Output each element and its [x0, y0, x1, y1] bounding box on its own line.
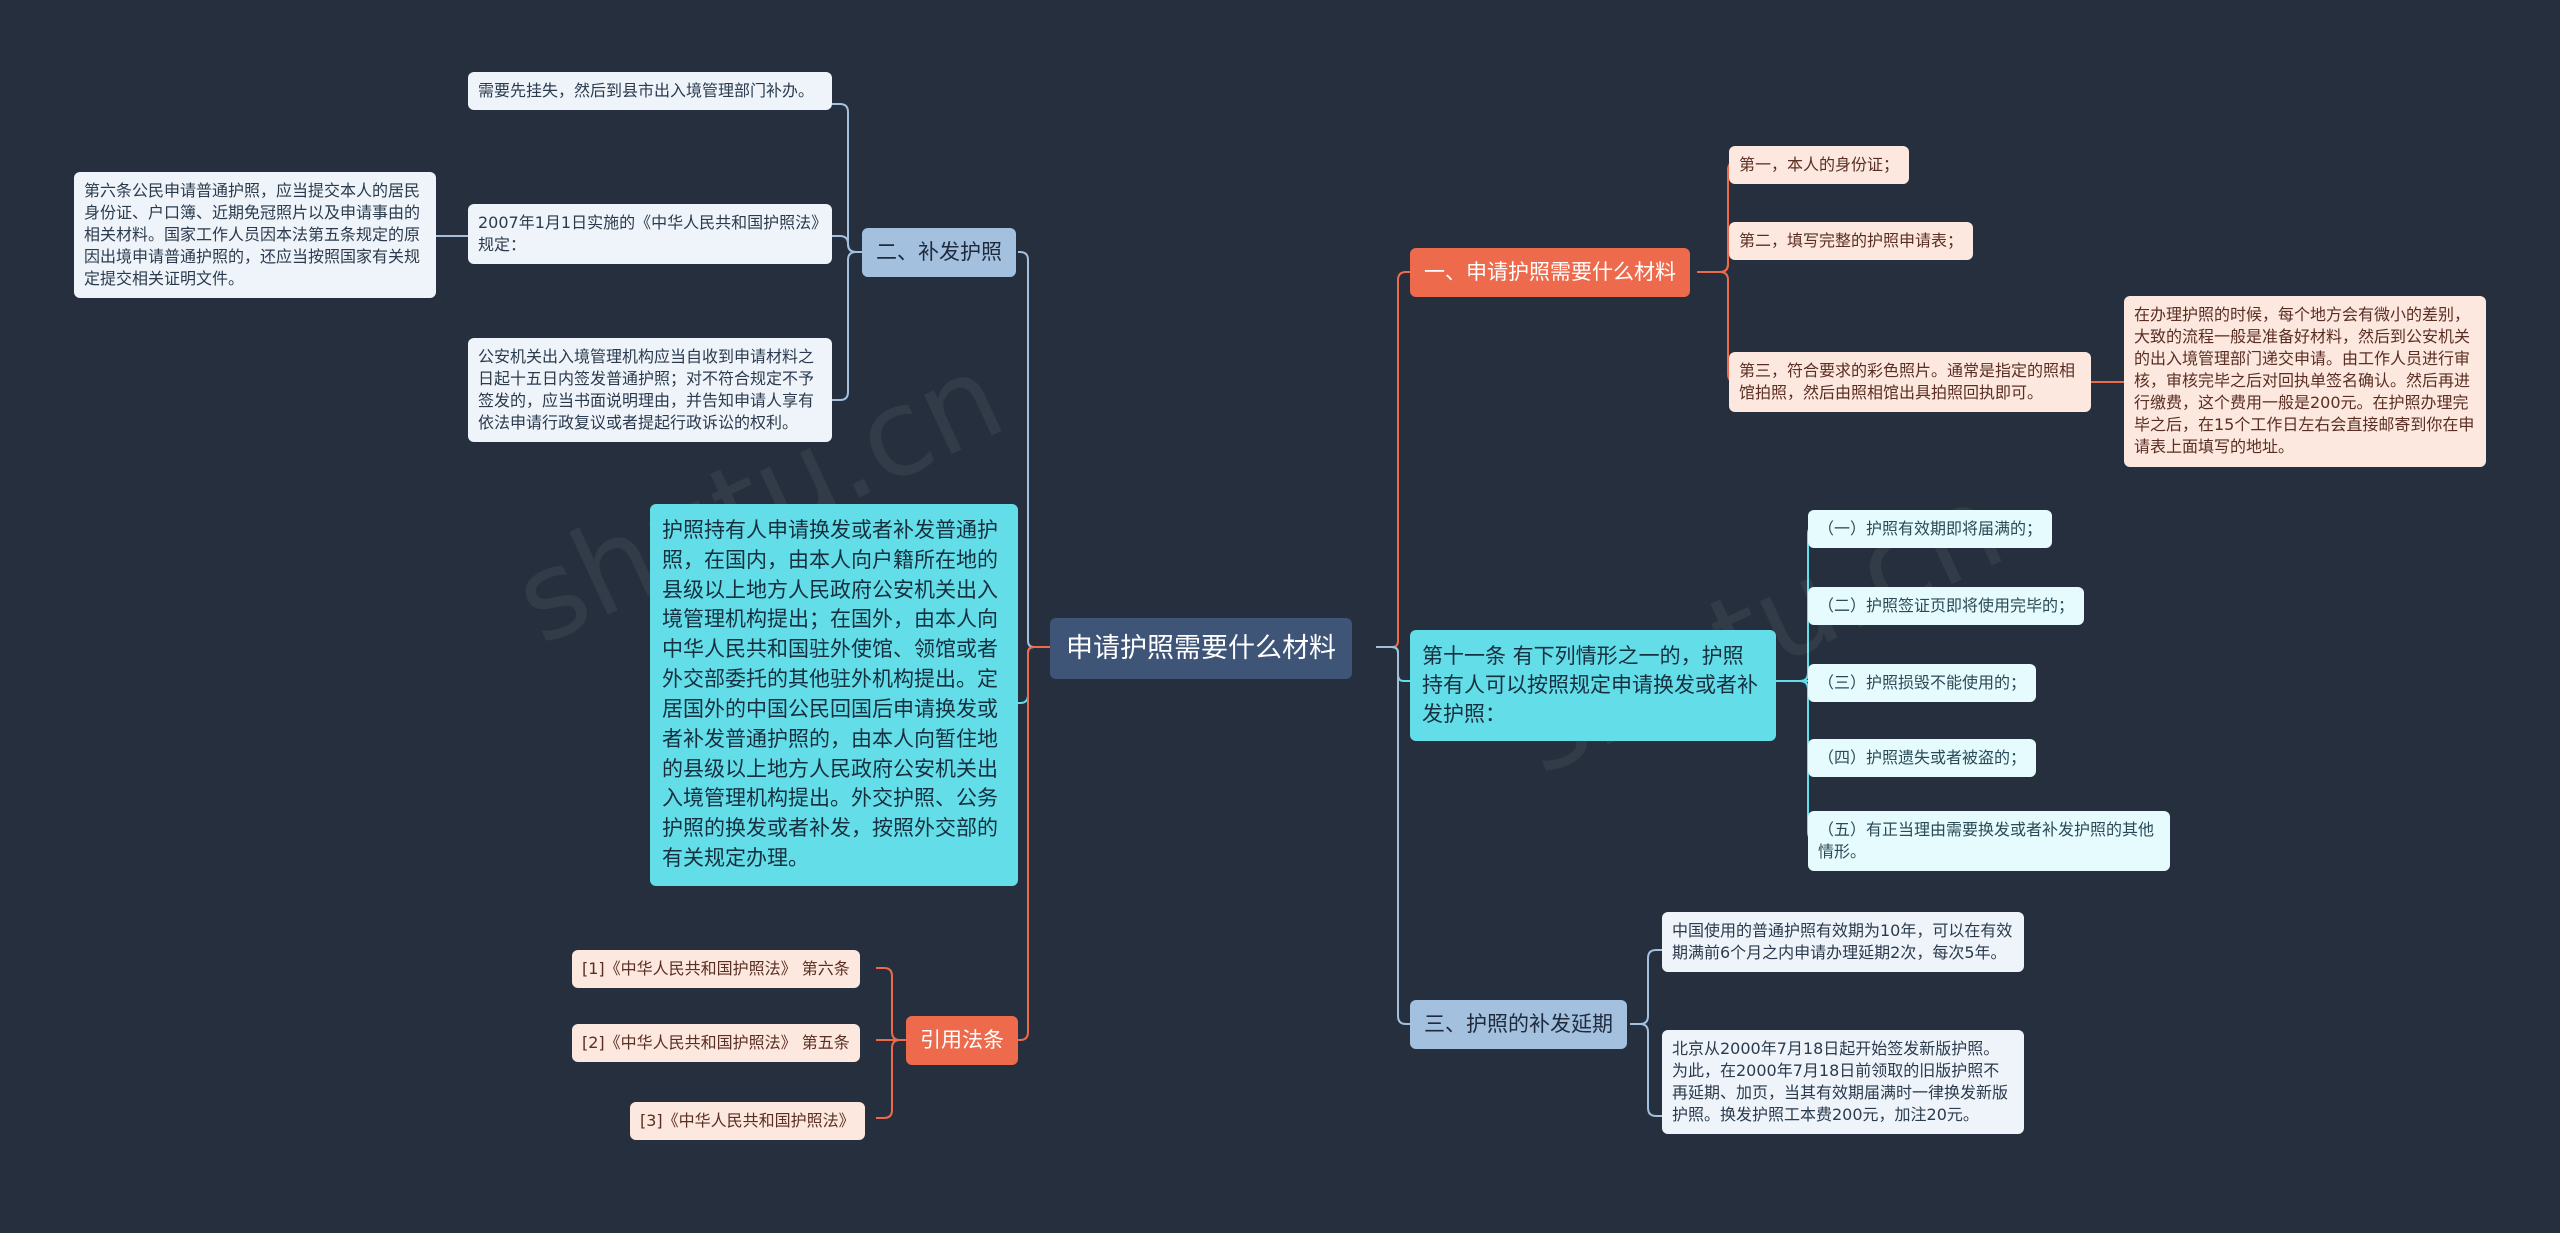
article-11-item-2[interactable]: （二）护照签证页即将使用完毕的；	[1808, 587, 2085, 626]
overseas-application-text[interactable]: 护照持有人申请换发或者补发普通护照，在国内，由本人向户籍所在地的县级以上地方人民…	[650, 504, 1018, 886]
extension-item-validity[interactable]: 中国使用的普通护照有效期为10年，可以在有效期满前6个月之内申请办理延期2次，每…	[1662, 912, 2024, 973]
branch-reissue[interactable]: 二、补发护照	[862, 228, 1016, 277]
branch-citations[interactable]: 引用法条	[906, 1016, 1018, 1065]
reissue-item-issuance[interactable]: 公安机关出入境管理机构应当自收到申请材料之日起十五日内签发普通护照；对不符合规定…	[468, 338, 832, 443]
extension-item-beijing[interactable]: 北京从2000年7月18日起开始签发新版护照。为此，在2000年7月18日前领取…	[1662, 1030, 2024, 1135]
article-11-item-4[interactable]: （四）护照遗失或者被盗的；	[1808, 739, 2037, 778]
materials-item-form[interactable]: 第二，填写完整的护照申请表；	[1729, 222, 1974, 261]
materials-note-process[interactable]: 在办理护照的时候，每个地方会有微小的差别，大致的流程一般是准备好材料，然后到公安…	[2124, 296, 2486, 467]
citation-item-2[interactable]: [2]《中华人民共和国护照法》 第五条	[572, 1024, 860, 1063]
article-11-item-3[interactable]: （三）护照损毁不能使用的；	[1808, 664, 2037, 703]
reissue-note-article-6[interactable]: 第六条公民申请普通护照，应当提交本人的居民身份证、户口簿、近期免冠照片以及申请事…	[74, 172, 436, 299]
article-11-item-1[interactable]: （一）护照有效期即将届满的；	[1808, 510, 2053, 549]
root-topic[interactable]: 申请护照需要什么材料	[1050, 618, 1352, 680]
branch-extension[interactable]: 三、护照的补发延期	[1410, 1000, 1627, 1049]
reissue-item-passport-law[interactable]: 2007年1月1日实施的《中华人民共和国护照法》规定：	[468, 204, 832, 265]
branch-article-11[interactable]: 第十一条 有下列情形之一的，护照持有人可以按照规定申请换发或者补发护照：	[1410, 630, 1776, 741]
citation-item-3[interactable]: [3]《中华人民共和国护照法》	[630, 1102, 865, 1141]
materials-item-id-card[interactable]: 第一，本人的身份证；	[1729, 146, 1910, 185]
branch-materials[interactable]: 一、申请护照需要什么材料	[1410, 248, 1690, 297]
materials-item-photo[interactable]: 第三，符合要求的彩色照片。通常是指定的照相馆拍照，然后由照相馆出具拍照回执即可。	[1729, 352, 2091, 413]
citation-item-1[interactable]: [1]《中华人民共和国护照法》 第六条	[572, 950, 860, 989]
article-11-item-5[interactable]: （五）有正当理由需要换发或者补发护照的其他情形。	[1808, 811, 2170, 872]
reissue-item-report-loss[interactable]: 需要先挂失，然后到县市出入境管理部门补办。	[468, 72, 832, 111]
